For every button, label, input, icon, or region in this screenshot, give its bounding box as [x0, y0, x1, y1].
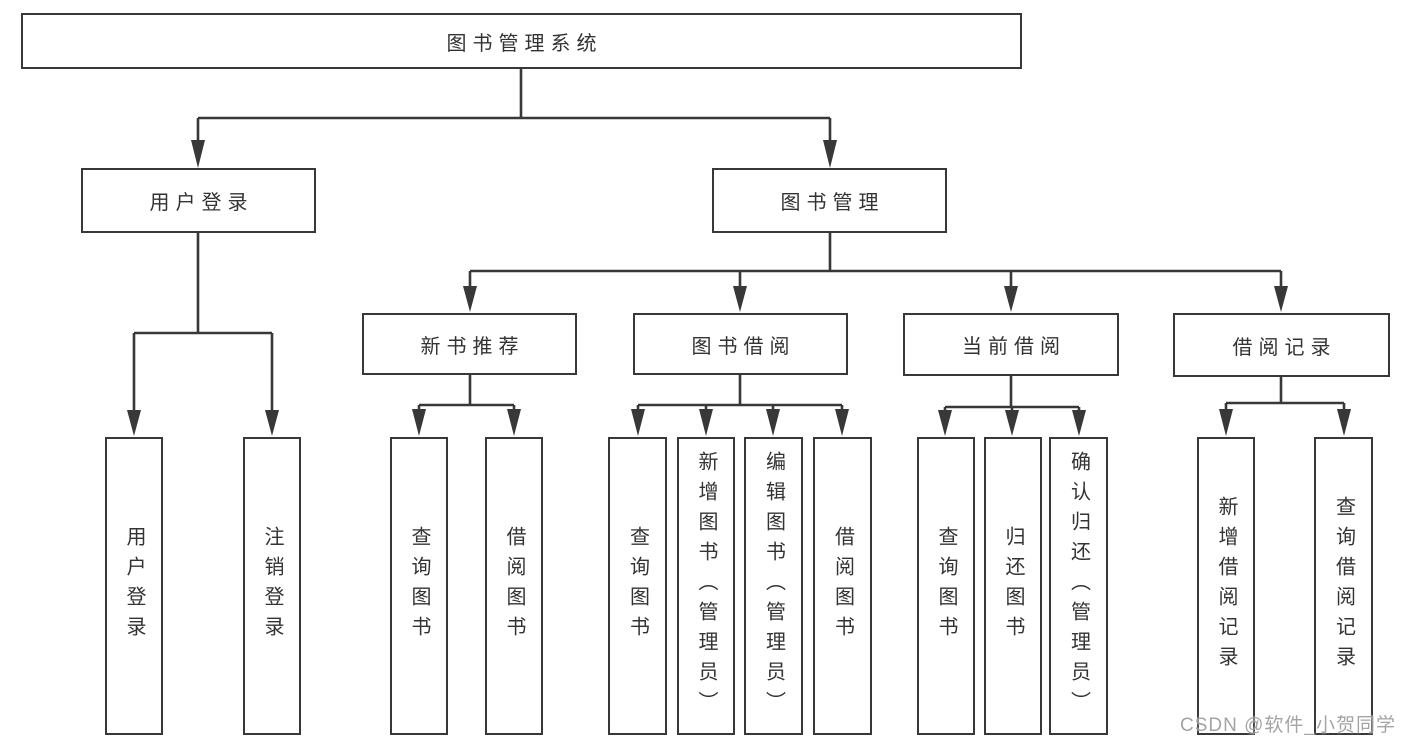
leaf-logout: 注销登录 [243, 437, 301, 735]
leaf-label: 查询图书 [626, 526, 649, 646]
node-label: 图书管理系统 [446, 32, 603, 55]
leaf-return-book: 归还图书 [984, 437, 1042, 735]
leaf-borrow-books: 借阅图书 [813, 437, 872, 735]
node-label: 用户登录 [149, 192, 254, 214]
node-book-management: 图书管理 [712, 168, 947, 233]
leaf-label: 新增图书（管理员） [695, 451, 717, 721]
csdn-watermark: CSDN @软件_小贺同学 [1180, 715, 1396, 736]
leaf-label: 借阅图书 [831, 526, 854, 646]
leaf-query-books-borrow: 查询图书 [608, 437, 667, 735]
leaf-label: 新增借阅记录 [1215, 496, 1237, 676]
node-label: 当前借阅 [962, 336, 1066, 358]
leaf-label: 编辑图书（管理员） [762, 451, 785, 721]
node-label: 图书管理 [780, 192, 885, 214]
node-borrow-records: 借阅记录 [1173, 313, 1390, 377]
node-user-login: 用户登录 [81, 168, 316, 233]
leaf-label: 查询图书 [408, 526, 430, 646]
leaf-query-borrow-record: 查询借阅记录 [1314, 437, 1373, 735]
leaf-add-borrow-record: 新增借阅记录 [1197, 437, 1255, 735]
node-label: 借阅记录 [1232, 336, 1337, 359]
leaf-label: 查询图书 [935, 526, 957, 646]
leaf-edit-book-admin: 编辑图书（管理员） [744, 437, 803, 735]
node-label: 图书借阅 [691, 335, 796, 358]
leaf-add-book-admin: 新增图书（管理员） [677, 437, 735, 735]
node-label: 新书推荐 [420, 335, 525, 358]
leaf-borrow-books-recommend: 借阅图书 [485, 437, 543, 735]
leaf-label: 借阅图书 [503, 526, 525, 646]
leaf-label: 查询借阅记录 [1332, 496, 1355, 676]
node-new-book-recommend: 新书推荐 [362, 313, 577, 375]
leaf-label: 注销登录 [261, 526, 283, 646]
leaf-user-login: 用户登录 [105, 437, 163, 735]
leaf-confirm-return-admin: 确认归还（管理员） [1049, 437, 1108, 735]
node-current-borrow: 当前借阅 [903, 313, 1119, 376]
leaf-label: 归还图书 [1002, 526, 1024, 646]
leaf-query-books-recommend: 查询图书 [390, 437, 448, 735]
node-library-system: 图书管理系统 [21, 13, 1022, 69]
leaf-label: 确认归还（管理员） [1067, 451, 1090, 721]
node-book-borrow: 图书借阅 [633, 313, 848, 375]
leaf-query-books-current: 查询图书 [917, 437, 975, 735]
leaf-label: 用户登录 [123, 526, 145, 646]
